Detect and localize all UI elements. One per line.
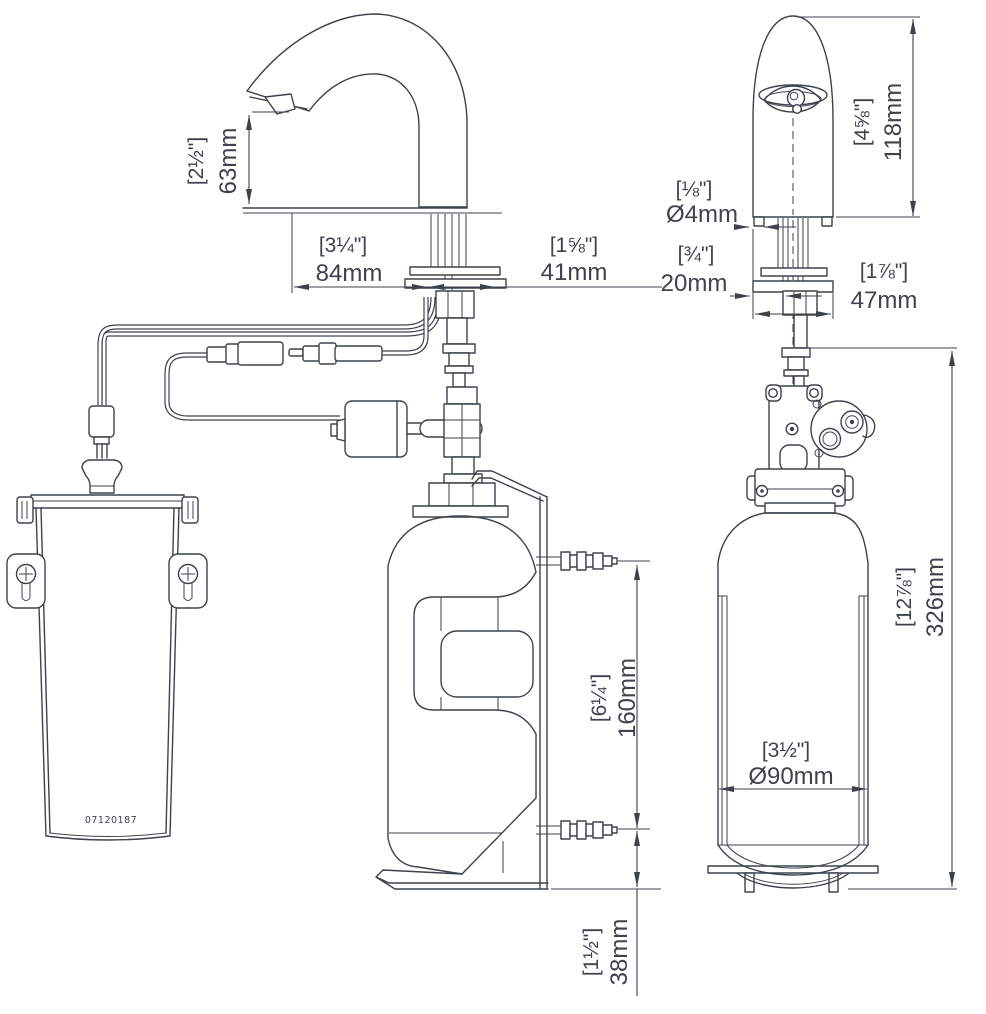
- part-number-label: 07120187: [85, 815, 137, 826]
- power-plug: [88, 405, 115, 459]
- dim-shank-offset-mm: 41mm: [541, 259, 608, 286]
- dim-bottle-diameter-mm: Ø90mm: [748, 763, 833, 790]
- spout-outer: [246, 13, 468, 208]
- dim-flange-width-inch: [1⅞"]: [860, 260, 908, 283]
- faucet-front-view: [752, 15, 834, 388]
- dimensions: [2½"] 63mm [3¼"] 84mm [1⅝"] 41mm [4⅝"] 1…: [185, 16, 957, 996]
- pump-front: [765, 384, 876, 475]
- clamp-plate-upper-front: [760, 267, 828, 277]
- sensor-eye-icon: [763, 85, 822, 114]
- sensor-tube-tab: [753, 216, 765, 227]
- bottle-body-side: [387, 515, 535, 875]
- spout-inner: [308, 73, 420, 208]
- dim-bracket-offset-inch: [1½"]: [580, 928, 603, 976]
- bracket-shelf-front: [707, 865, 879, 893]
- dome-body: [752, 15, 834, 218]
- dim-sensor-hole-mm: Ø4mm: [666, 201, 738, 228]
- bottle-side-view: [375, 470, 618, 890]
- dim-overall-height-mm: 326mm: [922, 557, 949, 637]
- mounting-tab-right: [181, 496, 199, 524]
- bottle-grip-recess: [413, 571, 537, 799]
- tube-bundle: [777, 218, 809, 291]
- bottle-cap-side: [428, 482, 496, 507]
- dim-spout-reach-mm: 84mm: [316, 260, 383, 287]
- hose-barb-bottom: [536, 820, 618, 840]
- cable-connectors: [206, 341, 383, 366]
- control-box-body: [35, 507, 180, 837]
- spout-nozzle: [264, 93, 296, 115]
- dim-tube-group-mm: 20mm: [661, 270, 728, 297]
- dim-sensor-hole-inch: [⅛"]: [676, 178, 713, 201]
- neck-collar: [746, 468, 854, 514]
- dim-body-height-inch: [4⅝"]: [851, 98, 874, 146]
- bottle-front-view: [707, 384, 879, 893]
- plug-prongs-icon: [96, 443, 108, 459]
- dim-bracket-offset-mm: 38mm: [606, 919, 633, 986]
- dim-spout-height-mm: 63mm: [215, 128, 242, 195]
- faucet-side-view: [242, 13, 507, 388]
- dim-spout-height-inch: [2½"]: [185, 137, 208, 185]
- dim-barb-spacing-inch: [6¼"]: [588, 674, 611, 722]
- dim-barb-spacing-mm: 160mm: [614, 658, 641, 738]
- clamp-plate-upper: [409, 266, 501, 276]
- hose-barb-top: [536, 551, 618, 571]
- bottle-body-front: [717, 562, 869, 846]
- shank-nut: [435, 290, 475, 319]
- dim-spout-reach-inch: [3¼"]: [319, 234, 367, 257]
- screw-icon: [768, 388, 778, 398]
- mounting-nut-front: [782, 290, 818, 316]
- check-valve-stack: [443, 386, 483, 484]
- mounting-tab-left: [16, 496, 34, 524]
- control-box-knob: [81, 459, 123, 494]
- dim-tube-group-inch: [¾"]: [678, 243, 715, 266]
- dim-flange-width-mm: 47mm: [851, 287, 918, 314]
- bracket-plate: [539, 496, 548, 890]
- keyhole-mount-left: [6, 553, 46, 609]
- dim-overall-height-inch: [12⅞"]: [893, 567, 916, 627]
- bottle-window: [440, 630, 534, 698]
- control-box: 07120187: [6, 459, 208, 841]
- bracket-shelf-side: [375, 869, 549, 890]
- keyhole-mount-right: [168, 553, 208, 609]
- dim-shank-offset-inch: [1⅝"]: [550, 234, 598, 257]
- dim-bottle-diameter-inch: [3½"]: [762, 739, 810, 762]
- bottle-shoulder-front: [717, 512, 869, 564]
- bracket-hook: [471, 470, 548, 502]
- tubing-and-cables: [97, 296, 443, 421]
- shank-tubes: [430, 214, 467, 290]
- screw-icon: [809, 388, 819, 398]
- dim-body-height-mm: 118mm: [880, 83, 907, 161]
